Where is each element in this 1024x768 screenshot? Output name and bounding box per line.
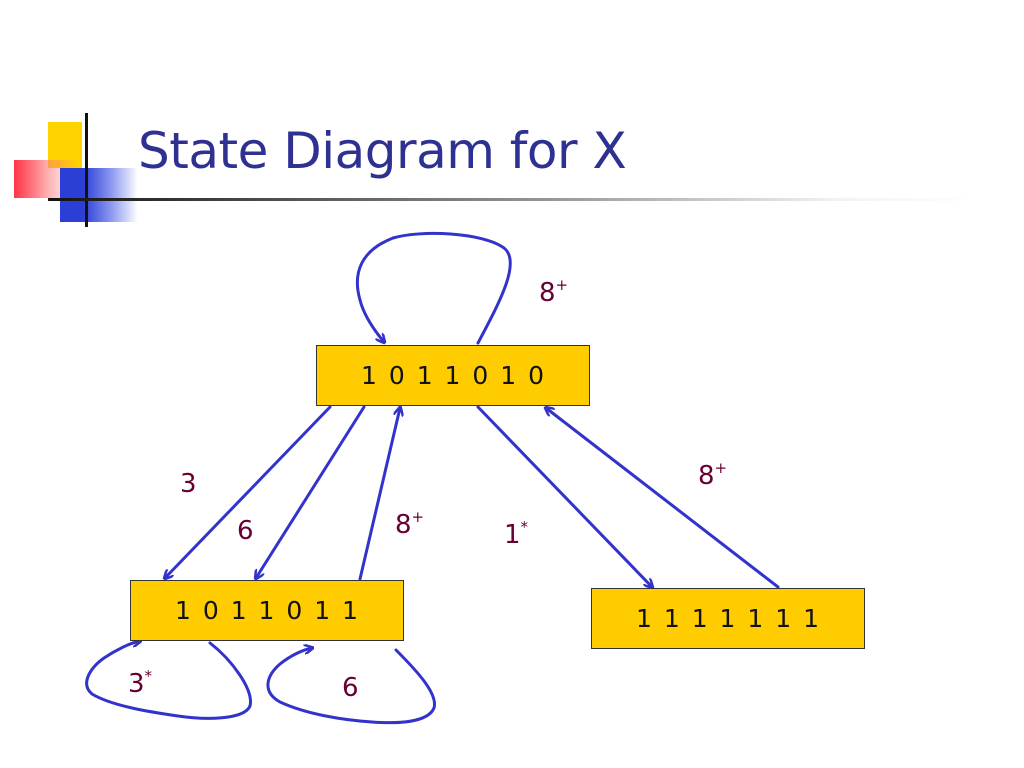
edge-top-self-loop bbox=[355, 231, 512, 343]
edge-left-to-top bbox=[358, 408, 400, 581]
title-decoration-blue-square bbox=[60, 168, 138, 222]
edge-left-self-loop-3 bbox=[85, 641, 252, 720]
label-top-to-left-6: 6 bbox=[237, 516, 254, 546]
title-underline bbox=[48, 198, 978, 201]
label-left-self-loop-3: 3* bbox=[128, 667, 153, 699]
edge-left-self-loop-6 bbox=[266, 648, 436, 725]
label-left-to-top: 8+ bbox=[395, 508, 425, 540]
label-top-self-loop: 8+ bbox=[539, 276, 569, 308]
state-1111111: 1 1 1 1 1 1 1 bbox=[591, 588, 865, 649]
edge-top-to-left-3 bbox=[165, 405, 332, 578]
state-1011010: 1 0 1 1 0 1 0 bbox=[316, 345, 590, 406]
slide-title: State Diagram for X bbox=[138, 122, 627, 180]
label-right-to-top: 8+ bbox=[698, 459, 728, 491]
edge-right-to-top bbox=[546, 408, 780, 589]
label-left-self-loop-6: 6 bbox=[342, 673, 359, 703]
edge-top-to-right bbox=[476, 405, 652, 587]
title-decoration-vertical-line bbox=[85, 113, 88, 227]
label-top-to-right: 1* bbox=[504, 518, 529, 550]
label-top-to-left-3: 3 bbox=[180, 469, 197, 499]
state-1011011: 1 0 1 1 0 1 1 bbox=[130, 580, 404, 641]
edge-top-to-left-6 bbox=[256, 405, 366, 578]
